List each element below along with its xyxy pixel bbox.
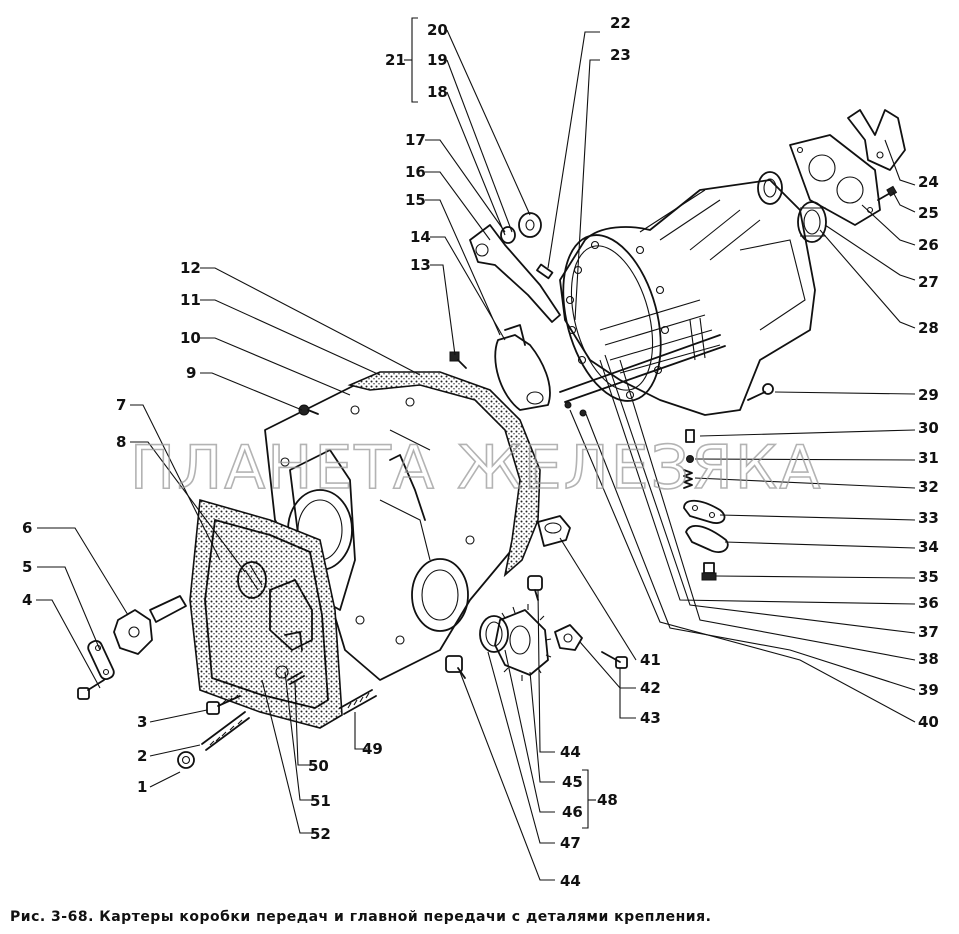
callout-19: 19 [427,51,448,69]
callout-15: 15 [405,191,426,209]
callout-17: 17 [405,131,426,149]
bolt-50 [287,671,305,685]
callout-24: 24 [918,173,939,191]
callout-39: 39 [918,681,939,699]
screw-35 [701,562,717,581]
callout-50: 50 [308,757,329,775]
stud-2 [201,711,250,751]
callout-1: 1 [137,778,147,796]
callout-51: 51 [310,792,331,810]
gasket-8 [189,498,343,729]
callout-21: 21 [385,51,406,69]
callout-2: 2 [137,747,147,765]
callout-42: 42 [640,679,661,697]
callout-13: 13 [410,256,431,274]
rod-36-40 [559,334,726,417]
lever-17 [469,224,561,323]
callout-5: 5 [22,558,32,576]
callout-10: 10 [180,329,201,347]
pin-30 [685,429,695,443]
exploded-parts-diagram: 1 2 3 4 5 6 7 8 9 10 11 12 13 14 15 16 1… [22,14,939,890]
callout-3: 3 [137,713,147,731]
callout-49: 49 [362,740,383,758]
seal-46-47 [479,615,509,653]
figure-caption: Рис. 3-68. Картеры коробки передач и гла… [10,909,712,925]
callout-45: 45 [562,773,583,791]
bolt-9 [298,404,319,416]
bracket-24 [847,109,906,171]
stud-49 [339,689,377,715]
watermark: ПЛАНЕТА ЖЕЛЕЗЯКА [130,433,822,503]
callout-22: 22 [610,14,631,32]
bolt-44b [445,655,466,679]
callout-27: 27 [918,273,939,291]
callout-48: 48 [597,791,618,809]
final-drive-housing [559,179,816,416]
callout-26: 26 [918,236,939,254]
callout-4: 4 [22,591,32,609]
ball-31 [686,455,694,463]
callout-46: 46 [562,803,583,821]
gasket-34 [685,525,729,553]
callout-16: 16 [405,163,426,181]
bolt-13 [449,351,467,369]
callout-40: 40 [918,713,939,731]
fork-15 [494,324,551,411]
plate-5 [87,639,115,681]
callout-labels: 1 2 3 4 5 6 7 8 9 10 11 12 13 14 15 16 1… [22,14,939,890]
callout-41: 41 [640,651,661,669]
sleeve-41 [537,515,571,547]
callout-8: 8 [116,433,126,451]
bracket-42 [554,624,583,651]
callout-36: 36 [918,594,939,612]
callout-7: 7 [116,396,126,414]
callout-43: 43 [640,709,661,727]
bolt-43 [601,651,628,669]
callout-37: 37 [918,623,939,641]
callout-12: 12 [180,259,201,277]
callout-33: 33 [918,509,939,527]
callout-29: 29 [918,386,939,404]
callout-35: 35 [918,568,939,586]
callout-30: 30 [918,419,939,437]
callout-28: 28 [918,319,939,337]
callout-32: 32 [918,478,939,496]
shaft-6 [113,595,187,655]
callout-25: 25 [918,204,939,222]
bolt-44a [527,575,543,601]
callout-44a: 44 [560,743,581,761]
callout-38: 38 [918,650,939,668]
plate-33 [683,499,726,524]
dowel-22 [536,263,554,280]
callout-47: 47 [560,834,581,852]
callout-18: 18 [427,83,448,101]
callout-44b: 44 [560,872,581,890]
callout-23: 23 [610,46,631,64]
roller-18-19 [500,226,516,244]
spring-32 [683,469,693,489]
callout-11: 11 [180,291,201,309]
callout-6: 6 [22,519,32,537]
bolt-3 [206,694,241,715]
callout-52: 52 [310,825,331,843]
callout-14: 14 [410,228,431,246]
callout-34: 34 [918,538,939,556]
nut-1 [177,751,195,769]
bolt-29 [747,383,774,401]
bearing-27 [757,171,783,205]
roller-20 [518,212,542,238]
callout-20: 20 [427,21,448,39]
callout-31: 31 [918,449,939,467]
gear-45 [494,604,552,681]
bolt-4 [77,679,105,700]
callout-9: 9 [186,364,196,382]
leader-lines [36,17,916,881]
